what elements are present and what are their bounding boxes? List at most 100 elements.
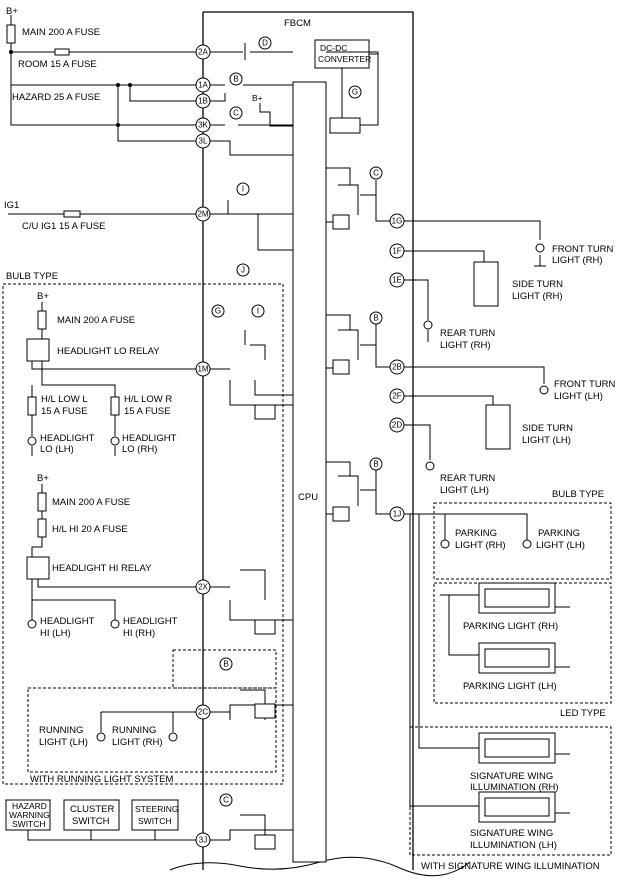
running-rh-2: LIGHT (RH) — [112, 737, 163, 748]
sig-rh-2: ILLUMINATION (RH) — [470, 782, 559, 793]
main-fuse-lo-label: MAIN 200 A FUSE — [57, 315, 135, 326]
dcdc-line2: CONVERTER — [318, 54, 371, 64]
fbcm-internal-wires — [210, 43, 293, 156]
svg-text:2M: 2M — [197, 210, 208, 219]
headlight-lo-lh-bulb — [27, 436, 37, 446]
cu-ig1-fuse-icon — [63, 210, 81, 218]
svg-text:2X: 2X — [198, 583, 208, 592]
svg-text:B: B — [223, 660, 228, 669]
junction-dot — [128, 83, 132, 87]
cluster-2: SWITCH — [72, 816, 110, 827]
switch-driver-wires — [210, 814, 293, 841]
hl-low-l-1: H/L LOW L — [41, 394, 88, 405]
svg-text:D: D — [262, 39, 268, 48]
sig-wing-lh-inner — [484, 797, 550, 817]
headlight-lo-rh-bulb — [110, 436, 120, 446]
steering-switch — [131, 799, 179, 831]
bplus-internal-label: B+ — [252, 93, 263, 103]
front-turn-rh-1: FRONT TURN — [552, 244, 614, 255]
svg-text:I: I — [257, 307, 259, 316]
headlight-hi-lh-bulb — [27, 619, 37, 629]
with-signature-label: WITH SIGNATURE WING ILLUMINATION — [421, 861, 600, 872]
bulb-type-left: BULB TYPE — [6, 271, 58, 282]
pin-1g: 1G — [389, 213, 405, 229]
svg-text:2B: 2B — [392, 363, 402, 372]
ref-j: J — [236, 263, 250, 277]
svg-text:C: C — [233, 109, 239, 118]
side-turn-rh-2: LIGHT (RH) — [512, 291, 563, 302]
main-bus-vertical — [10, 43, 203, 126]
steering-1: STEERING — [135, 804, 178, 814]
parking-lh-bulb — [522, 539, 532, 549]
svg-text:I: I — [242, 185, 244, 194]
turn-lh-driver — [326, 314, 390, 369]
front-turn-lh-2: LIGHT (LH) — [554, 391, 603, 402]
hl-hi-fuse-label: H/L HI 20 A FUSE — [52, 524, 128, 535]
svg-text:B: B — [373, 460, 378, 469]
hl-hi-lh-1: HEADLIGHT — [40, 616, 95, 627]
running-lh-bulb — [96, 732, 106, 742]
ig1-label: IG1 — [4, 200, 19, 211]
turn-rh-grounds — [427, 255, 546, 342]
svg-text:G: G — [215, 307, 221, 316]
running-driver-wires — [210, 689, 293, 720]
hi-driver-wires — [210, 569, 293, 621]
side-turn-lh-1: SIDE TURN — [522, 423, 573, 434]
running-rh-bulb — [168, 732, 178, 742]
pin-1a: 1A — [195, 77, 211, 93]
ref-c-top: C — [229, 106, 243, 120]
sig-rh-1: SIGNATURE WING — [470, 771, 553, 782]
rear-turn-rh-1: REAR TURN — [440, 328, 495, 339]
svg-text:1M: 1M — [197, 365, 208, 374]
driver-box — [254, 619, 276, 635]
parking-driver — [326, 461, 390, 515]
parking-led-lh-label: PARKING LIGHT (LH) — [463, 681, 557, 692]
turn-lh-wires — [404, 366, 545, 460]
fbcm-outline — [203, 11, 414, 870]
cu-ig1-fuse-label: C/U IG1 15 A FUSE — [22, 221, 105, 232]
steering-2: SWITCH — [138, 816, 172, 826]
ref-b-running: B — [219, 657, 233, 671]
running-light-box-top — [172, 649, 277, 689]
running-rh-1: RUNNING — [112, 725, 156, 736]
side-turn-rh-box — [473, 261, 499, 307]
dcdc-wires — [315, 39, 379, 126]
pin-1m: 1M — [195, 361, 211, 377]
ig1-internal — [210, 200, 293, 251]
running-lh-2: LIGHT (LH) — [39, 737, 88, 748]
hl-lo-lh-1: HEADLIGHT — [40, 433, 95, 444]
rear-turn-rh-bulb — [423, 320, 433, 330]
main-fuse-hi — [37, 492, 47, 512]
sig-wing-rh-inner — [484, 738, 550, 758]
side-turn-lh-2: LIGHT (LH) — [522, 435, 571, 446]
svg-text:3K: 3K — [198, 121, 208, 130]
main-fuse-hi-label: MAIN 200 A FUSE — [52, 497, 130, 508]
front-turn-rh-bulb — [535, 243, 545, 253]
parking-lh-2: LIGHT (LH) — [536, 540, 585, 551]
svg-text:1A: 1A — [198, 81, 208, 90]
parking-rh-bulb — [440, 539, 450, 549]
bplus-internal — [259, 103, 293, 127]
parking-rh-1: PARKING — [455, 528, 497, 539]
headlight-lo-relay-label: HEADLIGHT LO RELAY — [57, 346, 160, 357]
ref-g-top: G — [348, 85, 362, 99]
svg-text:2D: 2D — [392, 421, 402, 430]
svg-text:3L: 3L — [199, 137, 208, 146]
pin-3l: 3L — [195, 133, 211, 149]
sig-wing-wires — [410, 514, 570, 814]
hazard-2: WARNING — [9, 810, 50, 820]
ref-i-top: I — [236, 182, 250, 196]
svg-text:2C: 2C — [198, 708, 208, 717]
parking-wires — [404, 513, 528, 810]
hl-hi-lh-2: HI (LH) — [40, 628, 71, 639]
cluster-1: CLUSTER — [70, 804, 114, 815]
main-fuse-lo — [37, 310, 47, 330]
svg-text:1J: 1J — [393, 510, 401, 519]
ref-g-mid: G — [211, 304, 225, 318]
side-turn-lh-box — [485, 404, 511, 450]
ref-c-bottom: C — [219, 793, 233, 807]
svg-text:B: B — [373, 314, 378, 323]
side-turn-rh-1: SIDE TURN — [512, 279, 563, 290]
pin-1b: 1B — [195, 93, 211, 109]
svg-text:1E: 1E — [392, 276, 402, 285]
